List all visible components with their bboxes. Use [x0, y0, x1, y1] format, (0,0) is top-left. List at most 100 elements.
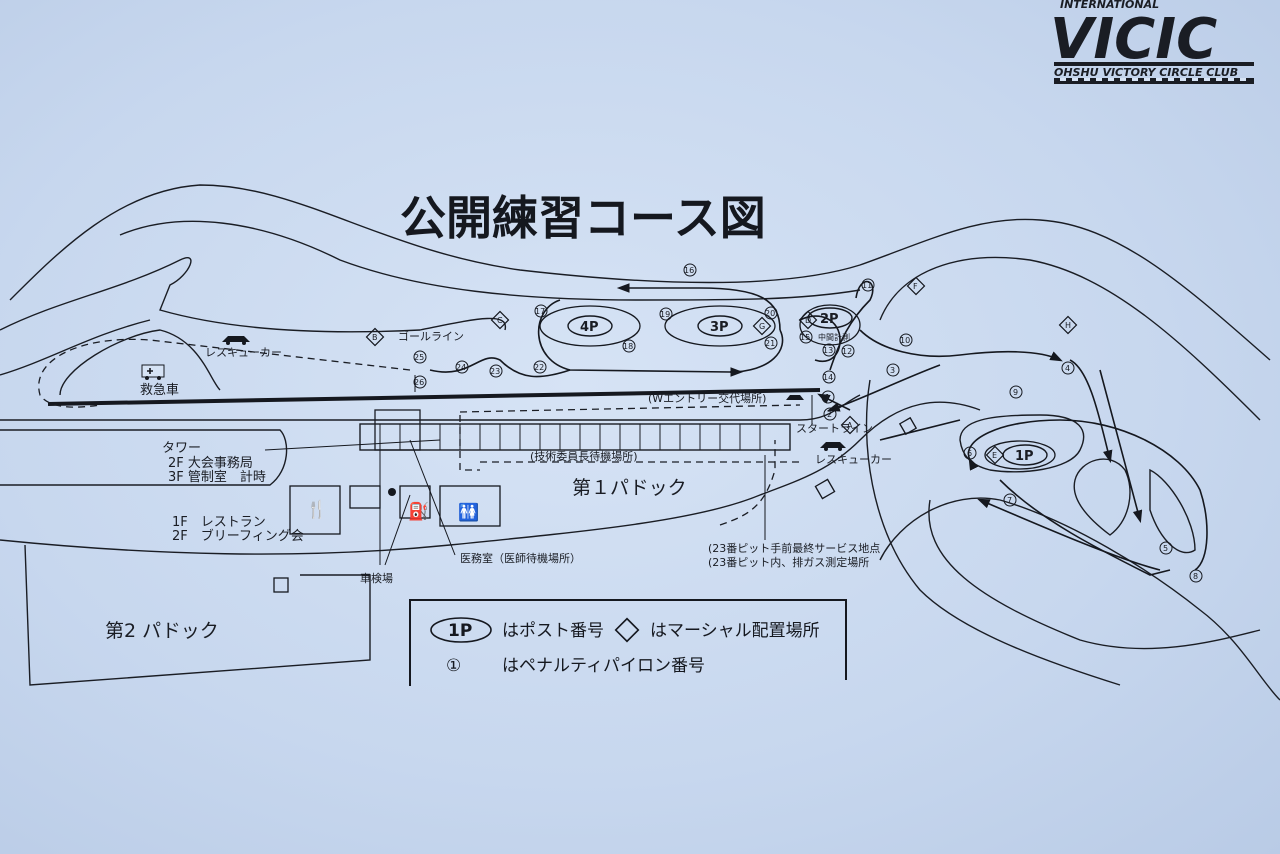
rescue-car-left-label: レスキューカー: [205, 346, 282, 359]
pylon-11: 11: [861, 278, 875, 292]
info-dot: [388, 488, 396, 496]
p1-island: [959, 414, 1085, 473]
paddock1-label: 第１パドック: [572, 477, 687, 499]
restaurant-building: [289, 485, 341, 535]
logo-rule: [1054, 62, 1254, 66]
pit-garages: [359, 423, 791, 451]
svg-text:14: 14: [823, 373, 833, 382]
svg-text:15: 15: [800, 333, 810, 342]
ambulance-label: 救急車: [140, 382, 179, 398]
pylon-9: 9: [1009, 385, 1023, 399]
rescue-car-right-label: レスキューカー: [815, 453, 892, 466]
svg-text:F: F: [913, 282, 918, 291]
pylon-25: 25: [413, 350, 427, 364]
building-2f-label: 2F ブリーフィング会: [172, 528, 304, 544]
pylon-markers: 1 2 3 4 5 6 7 8 9 10 11 12 13 14 15 16 1…: [413, 263, 1203, 583]
paddock2-label: 第2 パドック: [105, 620, 219, 642]
legend: 1P はポスト番号 はマーシャル配置場所 ① はペナルティパイロン番号: [409, 599, 847, 686]
svg-text:5: 5: [1163, 544, 1168, 553]
legend-pylon-text: はペナルティパイロン番号: [502, 656, 705, 676]
tower-label: タワー: [162, 441, 201, 456]
straight-outer: [0, 394, 861, 421]
pylon-6: 6: [963, 446, 977, 460]
track-outlines: [0, 184, 1280, 701]
pylon-26: 26: [413, 375, 427, 389]
svg-text:7: 7: [1007, 496, 1012, 505]
svg-text:20: 20: [765, 309, 775, 318]
dashed-paths: [38, 338, 801, 526]
svg-text:6: 6: [967, 449, 972, 458]
pylon-23: 23: [489, 364, 503, 378]
ambulance-icon: [141, 364, 165, 380]
restaurant-icon: 🍴: [306, 499, 327, 520]
leader-lines: [264, 375, 813, 566]
rescue-car-right-icon: [820, 442, 846, 451]
tech-waiting-label: (技術委員長待機場所): [530, 449, 638, 463]
tower-3f-label: 3F 管制室 計時: [168, 469, 266, 485]
midway-label: 中間計測: [818, 332, 850, 342]
legend-post-text: はポスト番号: [502, 621, 604, 641]
tower-2f-label: 2F 大会事務局: [168, 456, 253, 471]
marshal-e-icon: E: [985, 445, 1005, 465]
legend-pylon-symbol: ①: [446, 656, 461, 676]
marshal-b-icon: B: [365, 327, 385, 347]
pace-car-icon: [786, 395, 804, 400]
post-3p-icon: [697, 315, 743, 337]
svg-text:26: 26: [414, 378, 424, 387]
svg-text:22: 22: [534, 363, 544, 372]
logo-main-text: VICIC: [1050, 7, 1217, 72]
rescue-car-left-icon: [222, 336, 250, 345]
svg-text:25: 25: [414, 353, 424, 362]
svg-text:G: G: [759, 322, 765, 331]
svg-text:24: 24: [456, 363, 466, 372]
marshal-c-icon: C: [490, 310, 510, 330]
pylon-22: 22: [533, 360, 547, 374]
post-markers: 4P 3P 2P 1P: [567, 307, 1048, 466]
pylon-24: 24: [455, 360, 469, 374]
infield-loops: [539, 304, 1056, 470]
marshal-g-icon: G: [752, 316, 772, 336]
svg-text:23: 23: [490, 367, 500, 376]
legend-post-icon: [430, 617, 492, 643]
svg-text:E: E: [992, 451, 997, 460]
pit-note-2: (23番ピット内、排ガス測定場所: [708, 555, 869, 569]
main-straight: [47, 388, 821, 406]
pylon-21: 21: [764, 336, 778, 350]
svg-text:4: 4: [1065, 364, 1070, 373]
pylon-8: 8: [1189, 569, 1203, 583]
course-route: [429, 280, 1208, 576]
svg-text:D: D: [805, 316, 811, 325]
pylon-13: 13: [822, 343, 836, 357]
w-entry-label: (Wエントリー交代場所): [648, 391, 766, 405]
svg-text:21: 21: [765, 339, 775, 348]
post-2p-icon: [807, 307, 853, 329]
goal-line-label: ゴールライン: [398, 329, 464, 343]
post-1p: 1P: [1015, 449, 1034, 464]
svg-text:12: 12: [842, 347, 852, 356]
fuel-icon: ⛽: [408, 501, 429, 522]
svg-text:H: H: [1065, 321, 1071, 330]
pylon-1: 1: [821, 390, 835, 404]
logo-sub-text: OHSHU VICTORY CIRCLE CLUB: [1054, 66, 1238, 79]
pylon-4: 4: [1061, 361, 1075, 375]
svg-text:B: B: [372, 333, 378, 342]
svg-text:9: 9: [1013, 388, 1018, 397]
paddock2-outline: [24, 544, 371, 686]
outer-boundary-top: [9, 184, 1271, 361]
inner-boundary-top: [119, 220, 861, 301]
svg-text:17: 17: [535, 307, 545, 316]
logo-top-text: INTERNATIONAL: [1060, 0, 1159, 11]
restroom-icon: 🚻: [458, 502, 479, 523]
svg-text:11: 11: [862, 281, 872, 290]
marshal-a-icon: A: [840, 415, 860, 435]
pit-dividers: [374, 409, 761, 451]
right-lower-boundary: [865, 379, 1121, 686]
svg-text:19: 19: [660, 310, 670, 319]
marshal-f-icon: F: [906, 276, 926, 296]
pit-note-1: (23番ピット手前最終サービス地点: [708, 541, 880, 555]
pylon-2: 2: [823, 407, 837, 421]
post-4p: 4P: [580, 320, 599, 335]
pylon-12: 12: [841, 344, 855, 358]
pylon-14: 14: [822, 370, 836, 384]
